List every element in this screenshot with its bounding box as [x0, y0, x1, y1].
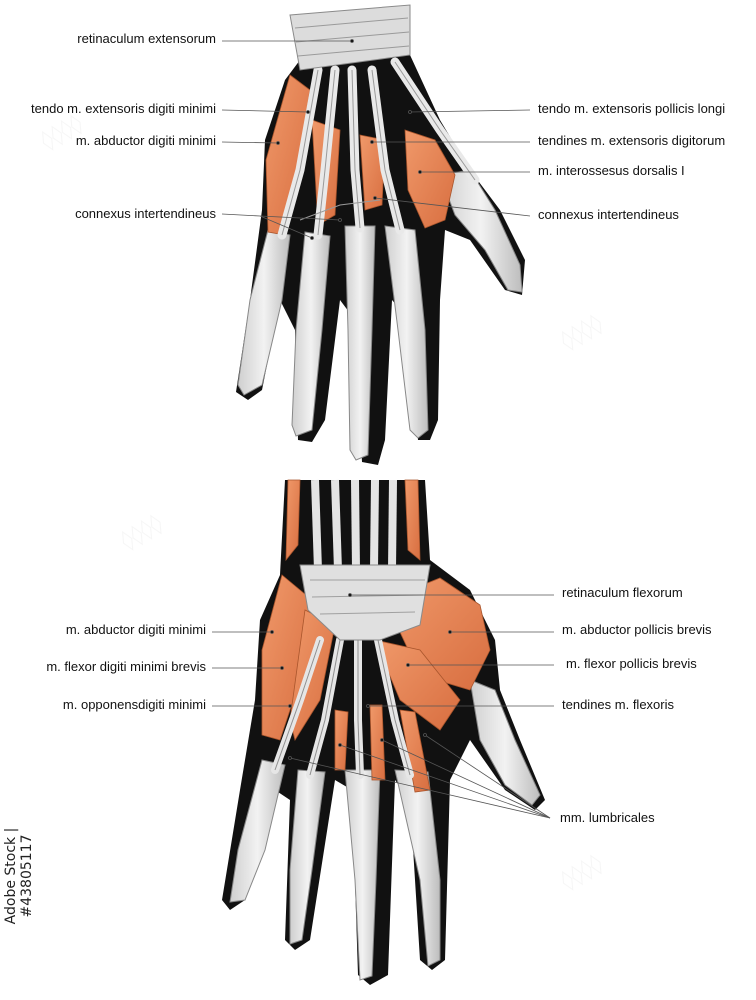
- label-connexus-intertendineus-right: connexus intertendineus: [538, 207, 679, 222]
- label-opponens-digiti-minimi: m. opponensdigiti minimi: [62, 697, 206, 712]
- label-tendo-ext-digiti-minimi: tendo m. extensoris digiti minimi: [31, 101, 216, 116]
- label-tendines-flexoris: tendines m. flexoris: [562, 697, 674, 712]
- palmar-little-finger: [229, 759, 286, 903]
- leader-lines: [212, 39, 554, 819]
- label-connexus-intertendineus-left: connexus intertendineus: [75, 206, 216, 221]
- label-abductor-digiti-minimi-dorsal: m. abductor digiti minimi: [75, 133, 216, 148]
- dorsal-thumb: [439, 169, 523, 293]
- label-lumbricales: mm. lumbricales: [560, 810, 655, 825]
- dorsal-hand: [236, 4, 525, 465]
- palmar-lumbrical-1: [334, 709, 349, 771]
- palmar-index-finger: [394, 769, 441, 967]
- label-flexor-digiti-minimi-brevis: m. flexor digiti minimi brevis: [46, 659, 206, 674]
- dorsal-middle-finger: [344, 225, 376, 461]
- dorsal-interosseus-1: [404, 129, 456, 229]
- palmar-retinaculum-flexorum: [299, 564, 431, 641]
- dorsal-ring-finger: [291, 231, 331, 437]
- label-abductor-pollicis-brevis: m. abductor pollicis brevis: [562, 622, 712, 637]
- palmar-flexor-pollicis-brevis: [374, 639, 461, 731]
- palmar-thumb: [469, 679, 541, 806]
- stock-credit-text: Adobe Stock | #43805117: [3, 827, 35, 925]
- palmar-hand: [222, 479, 545, 985]
- stock-credit: Adobe Stock | #43805117: [3, 780, 35, 960]
- palmar-lumbrical-2: [369, 704, 386, 781]
- palmar-ring-finger: [289, 769, 326, 945]
- dorsal-index-finger: [384, 225, 429, 439]
- label-abductor-digiti-minimi-palmar: m. abductor digiti minimi: [65, 622, 206, 637]
- label-tendines-ext-digitorum: tendines m. extensoris digitorum: [538, 133, 726, 148]
- dorsal-little-finger: [237, 229, 291, 396]
- label-retinaculum-extensorum: retinaculum extensorum: [77, 31, 216, 46]
- label-interosseus-dorsalis: m. interossesus dorsalis I: [538, 163, 685, 178]
- label-tendo-ext-pollicis-longi: tendo m. extensoris pollicis longi: [538, 101, 726, 116]
- label-flexor-pollicis-brevis: m. flexor pollicis brevis: [566, 656, 697, 671]
- label-retinaculum-flexorum: retinaculum flexorum: [562, 585, 683, 600]
